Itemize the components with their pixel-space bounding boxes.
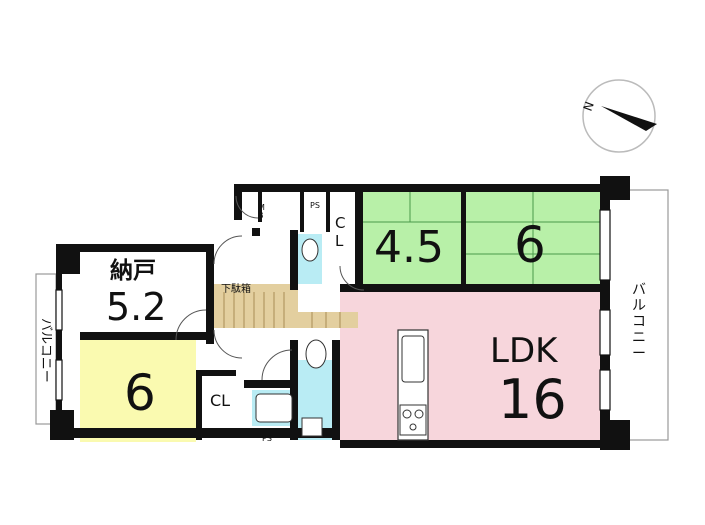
east-balcony-char: ニ (632, 330, 646, 346)
west-bedroom-size: 6 (124, 364, 156, 422)
west-balcony-label: バルコニー (38, 318, 53, 383)
kitchen-counter (397, 329, 429, 441)
closet-label-l: L (335, 232, 344, 250)
ldk-size: 16 (498, 368, 567, 431)
mb-label-b: B (258, 211, 264, 220)
east-balcony-char: コ (632, 314, 646, 330)
washing-machine (301, 417, 323, 437)
toilet-icon (301, 238, 319, 262)
mb-label-m: M (258, 203, 265, 212)
door-swings (175, 195, 365, 381)
nando-label: 納戸 (110, 257, 156, 284)
tatami-room-small (363, 190, 461, 284)
tatami-grid (363, 190, 600, 284)
ps-label-top: PS (310, 201, 320, 210)
kitchen-sink (401, 335, 425, 383)
east-balcony-label: バ ル コ ニ ー (632, 282, 646, 362)
east-balcony-char: ル (632, 298, 646, 314)
closet-label-c: C (335, 214, 345, 232)
ps-label-bottom: PS (262, 434, 272, 443)
compass: N (581, 79, 657, 153)
west-closet-label: CL (210, 391, 230, 410)
windows (55, 209, 611, 411)
washbasin (305, 339, 327, 369)
east-balcony-char: バ (632, 282, 646, 298)
east-balcony-char: ー (632, 346, 646, 362)
tatami-large-size: 6 (514, 216, 546, 274)
shoe-box-label: 下駄箱 (221, 282, 251, 295)
ldk-room (340, 292, 602, 442)
stove-burner-icon (402, 409, 412, 419)
nando-size: 5.2 (106, 285, 166, 329)
west-bedroom (80, 340, 196, 442)
ldk-label: LDK (490, 331, 559, 371)
bathtub (255, 393, 293, 423)
tatami-small-size: 4.5 (374, 222, 444, 273)
entry-hatch (223, 292, 341, 328)
stove-burner-icon (414, 409, 424, 419)
stove (399, 404, 427, 436)
corridor-floor (298, 312, 358, 328)
compass-arrow-icon (601, 106, 657, 131)
stove-burner-icon (409, 423, 417, 431)
